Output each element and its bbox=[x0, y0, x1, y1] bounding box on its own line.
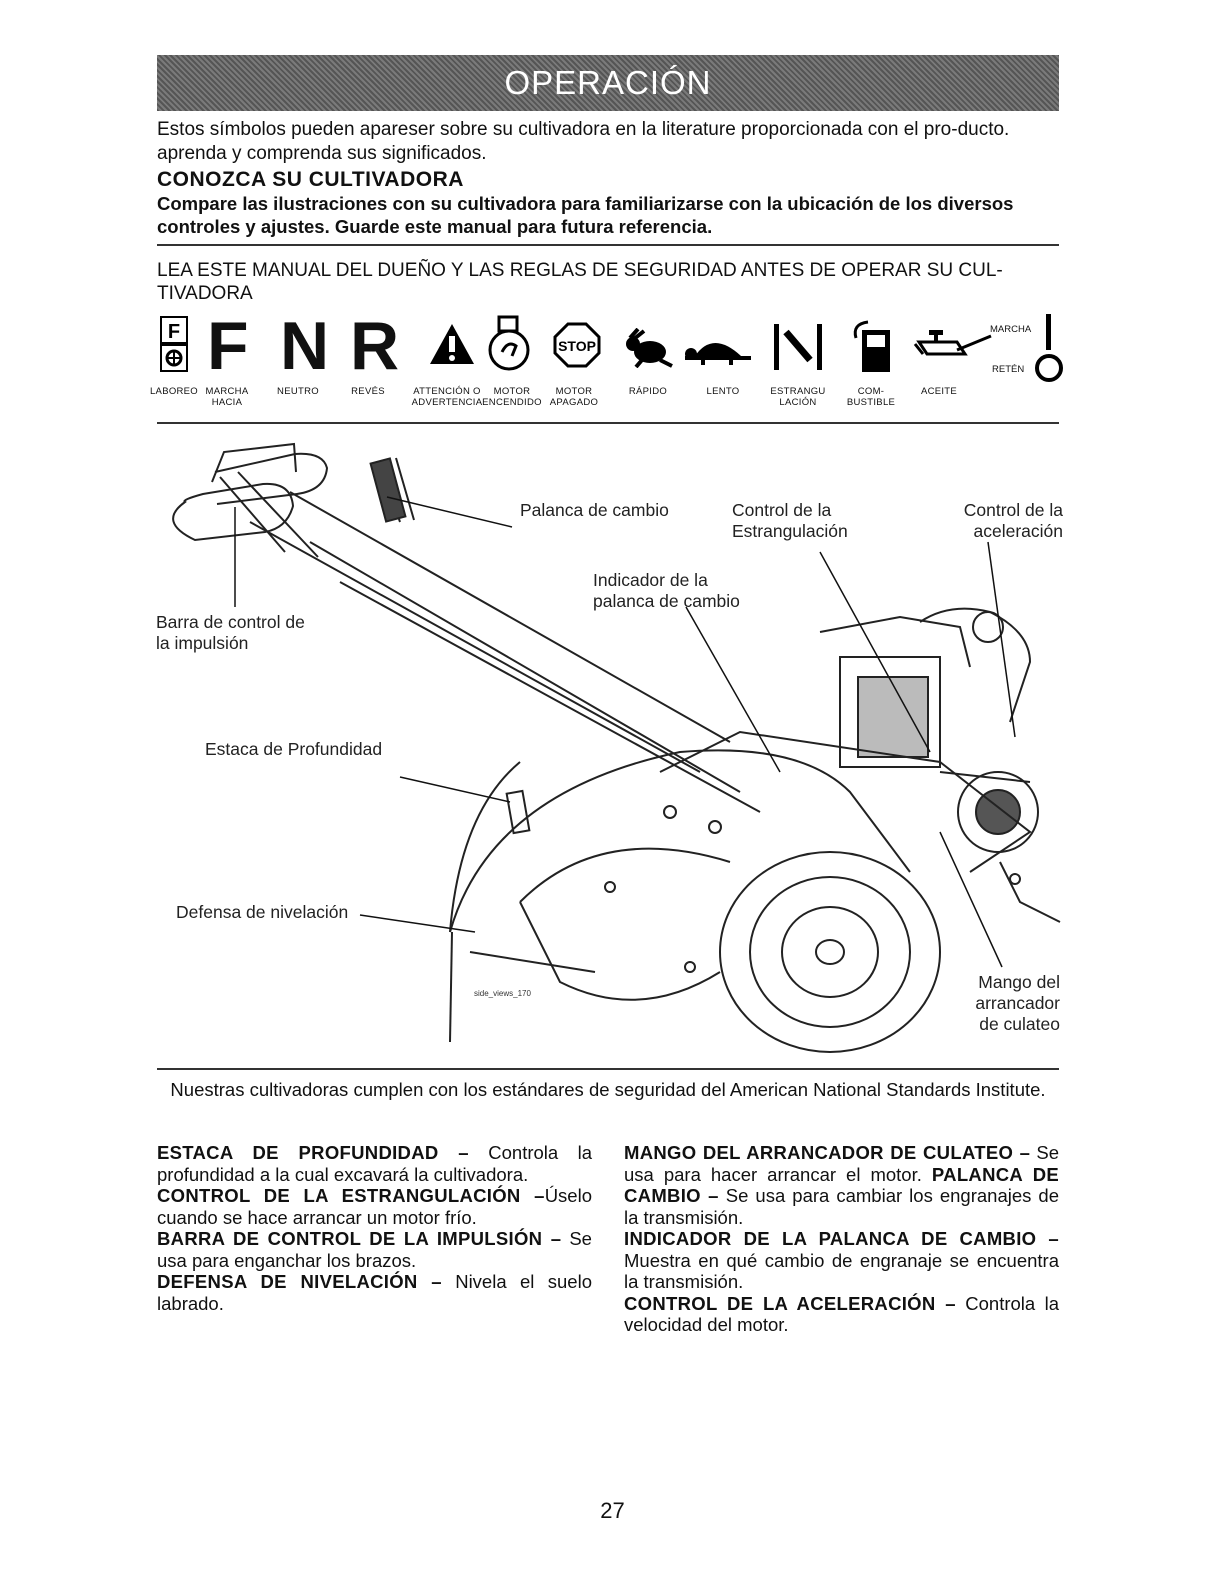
term-desc: Controla la profundidad a la cual excava… bbox=[157, 1142, 593, 1185]
callout-control-estrangulacion: Control de la Estrangulación bbox=[732, 500, 848, 541]
engine-on-icon bbox=[485, 314, 537, 377]
term: BARRA DE CONTROL DE LA IMPULSIÓN – bbox=[157, 1228, 562, 1249]
run-label: MARCHA bbox=[990, 324, 1032, 335]
reverse-symbol: R bbox=[350, 308, 400, 384]
callout-barra-control: Barra de control de la impulsión bbox=[156, 612, 305, 653]
rabbit-icon bbox=[620, 327, 678, 373]
choke-icon bbox=[772, 320, 824, 377]
label-motor-apagado: MOTOR APAGADO bbox=[549, 386, 599, 408]
page-title: OPERACIÓN bbox=[504, 64, 712, 101]
engine-off-icon: STOP bbox=[553, 322, 601, 373]
label-neutro: NEUTRO bbox=[277, 386, 319, 397]
callout-defensa-nivelacion: Defensa de nivelación bbox=[176, 902, 349, 922]
label-estrangulacion: ESTRANGU LACIÓN bbox=[770, 386, 826, 408]
label-combustible: COM- BUSTIBLE bbox=[846, 386, 896, 408]
section-heading: CONOZCA SU CULTIVADORA bbox=[157, 168, 464, 191]
term: ESTACA DE PROFUNDIDAD – bbox=[157, 1142, 469, 1163]
svg-text:F: F bbox=[168, 321, 180, 343]
term-desc: Úselo cuando se hace arrancar un motor f… bbox=[157, 1185, 592, 1228]
definitions-right: MANGO DEL ARRANCADOR DE CULATEO – Se usa… bbox=[624, 1142, 1059, 1336]
label-motor-encendido: MOTOR ENCENDIDO bbox=[482, 386, 542, 408]
term-desc: Se usa para hacer arrancar el motor. bbox=[624, 1142, 1059, 1185]
run-bar-icon bbox=[1046, 314, 1051, 350]
label-rapido: RÁPIDO bbox=[628, 386, 668, 397]
term: INDICADOR DE LA PALANCA DE CAMBIO – bbox=[624, 1228, 1059, 1249]
stop-position-label: RETÉN bbox=[992, 364, 1025, 375]
fuel-icon bbox=[850, 318, 896, 379]
stop-label: STOP bbox=[558, 338, 596, 354]
tiller-diagram: Palanca de cambio Control de la Estrangu… bbox=[140, 432, 1070, 1057]
term: CONTROL DE LA ESTRANGULACIÓN – bbox=[157, 1185, 545, 1206]
label-reves: REVÉS bbox=[351, 386, 385, 397]
term-desc: Se usa para cambiar los engranajes de la… bbox=[624, 1185, 1059, 1228]
neutral-symbol: N bbox=[280, 308, 330, 384]
callout-mango-arrancador: Mango del arrancador de culateo bbox=[975, 972, 1060, 1034]
label-lento: LENTO bbox=[706, 386, 740, 397]
stop-circle-icon bbox=[1035, 354, 1063, 382]
compare-paragraph: Compare las ilustraciones con su cultiva… bbox=[157, 193, 1014, 237]
divider bbox=[157, 422, 1059, 424]
divider bbox=[157, 244, 1059, 246]
callout-control-aceleracion: Control de la aceleración bbox=[963, 500, 1063, 541]
term: MANGO DEL ARRANCADOR DE CULATEO – bbox=[624, 1142, 1031, 1163]
forward-symbol: F bbox=[207, 308, 249, 384]
callout-palanca-cambio: Palanca de cambio bbox=[520, 500, 669, 520]
intro-paragraph: Estos símbolos pueden apareser sobre su … bbox=[157, 119, 1010, 164]
turtle-icon bbox=[683, 332, 753, 371]
section-banner: OPERACIÓN bbox=[157, 55, 1059, 111]
tiller-illustration bbox=[172, 442, 1061, 1053]
warning-read-manual: LEA ESTE MANUAL DEL DUEÑO Y LAS REGLAS D… bbox=[157, 260, 1003, 304]
term: CONTROL DE LA ACELERACIÓN – bbox=[624, 1292, 956, 1314]
oil-icon bbox=[913, 328, 993, 371]
definitions-left: ESTACA DE PROFUNDIDAD – Controla la prof… bbox=[157, 1142, 592, 1336]
warning-icon bbox=[428, 322, 476, 371]
label-atencion: ATTENCIÓN O ADVERTENCIA bbox=[411, 386, 483, 408]
term: PALANCA DE CAMBIO – bbox=[624, 1163, 1059, 1207]
label-marcha-hacia: MARCHA HACIA bbox=[205, 386, 249, 408]
term-desc: Controla la velocidad del motor. bbox=[624, 1292, 1060, 1336]
term-desc: Muestra en qué cambio de engranaje se en… bbox=[624, 1249, 1059, 1293]
page-number: 27 bbox=[600, 1498, 625, 1523]
standards-statement: Nuestras cultivadoras cumplen con los es… bbox=[170, 1079, 1046, 1100]
safety-symbols-row: F F N R STOP bbox=[150, 308, 1063, 412]
label-laboreo: LABOREO bbox=[149, 386, 199, 397]
tilling-icon: F bbox=[160, 316, 188, 372]
term-desc: Se usa para enganchar los brazos. bbox=[157, 1228, 592, 1271]
figure-id: side_views_170 bbox=[474, 989, 531, 998]
callout-estaca-profundidad: Estaca de Profundidad bbox=[205, 739, 383, 759]
term-desc: Nivela el suelo labrado. bbox=[157, 1271, 592, 1314]
label-aceite: ACEITE bbox=[920, 386, 958, 397]
callout-indicador-palanca: Indicador de la palanca de cambio bbox=[593, 570, 740, 611]
term: DEFENSA DE NIVELACIÓN – bbox=[157, 1271, 442, 1292]
divider bbox=[157, 1068, 1059, 1070]
definitions: ESTACA DE PROFUNDIDAD – Controla la prof… bbox=[157, 1142, 1059, 1336]
